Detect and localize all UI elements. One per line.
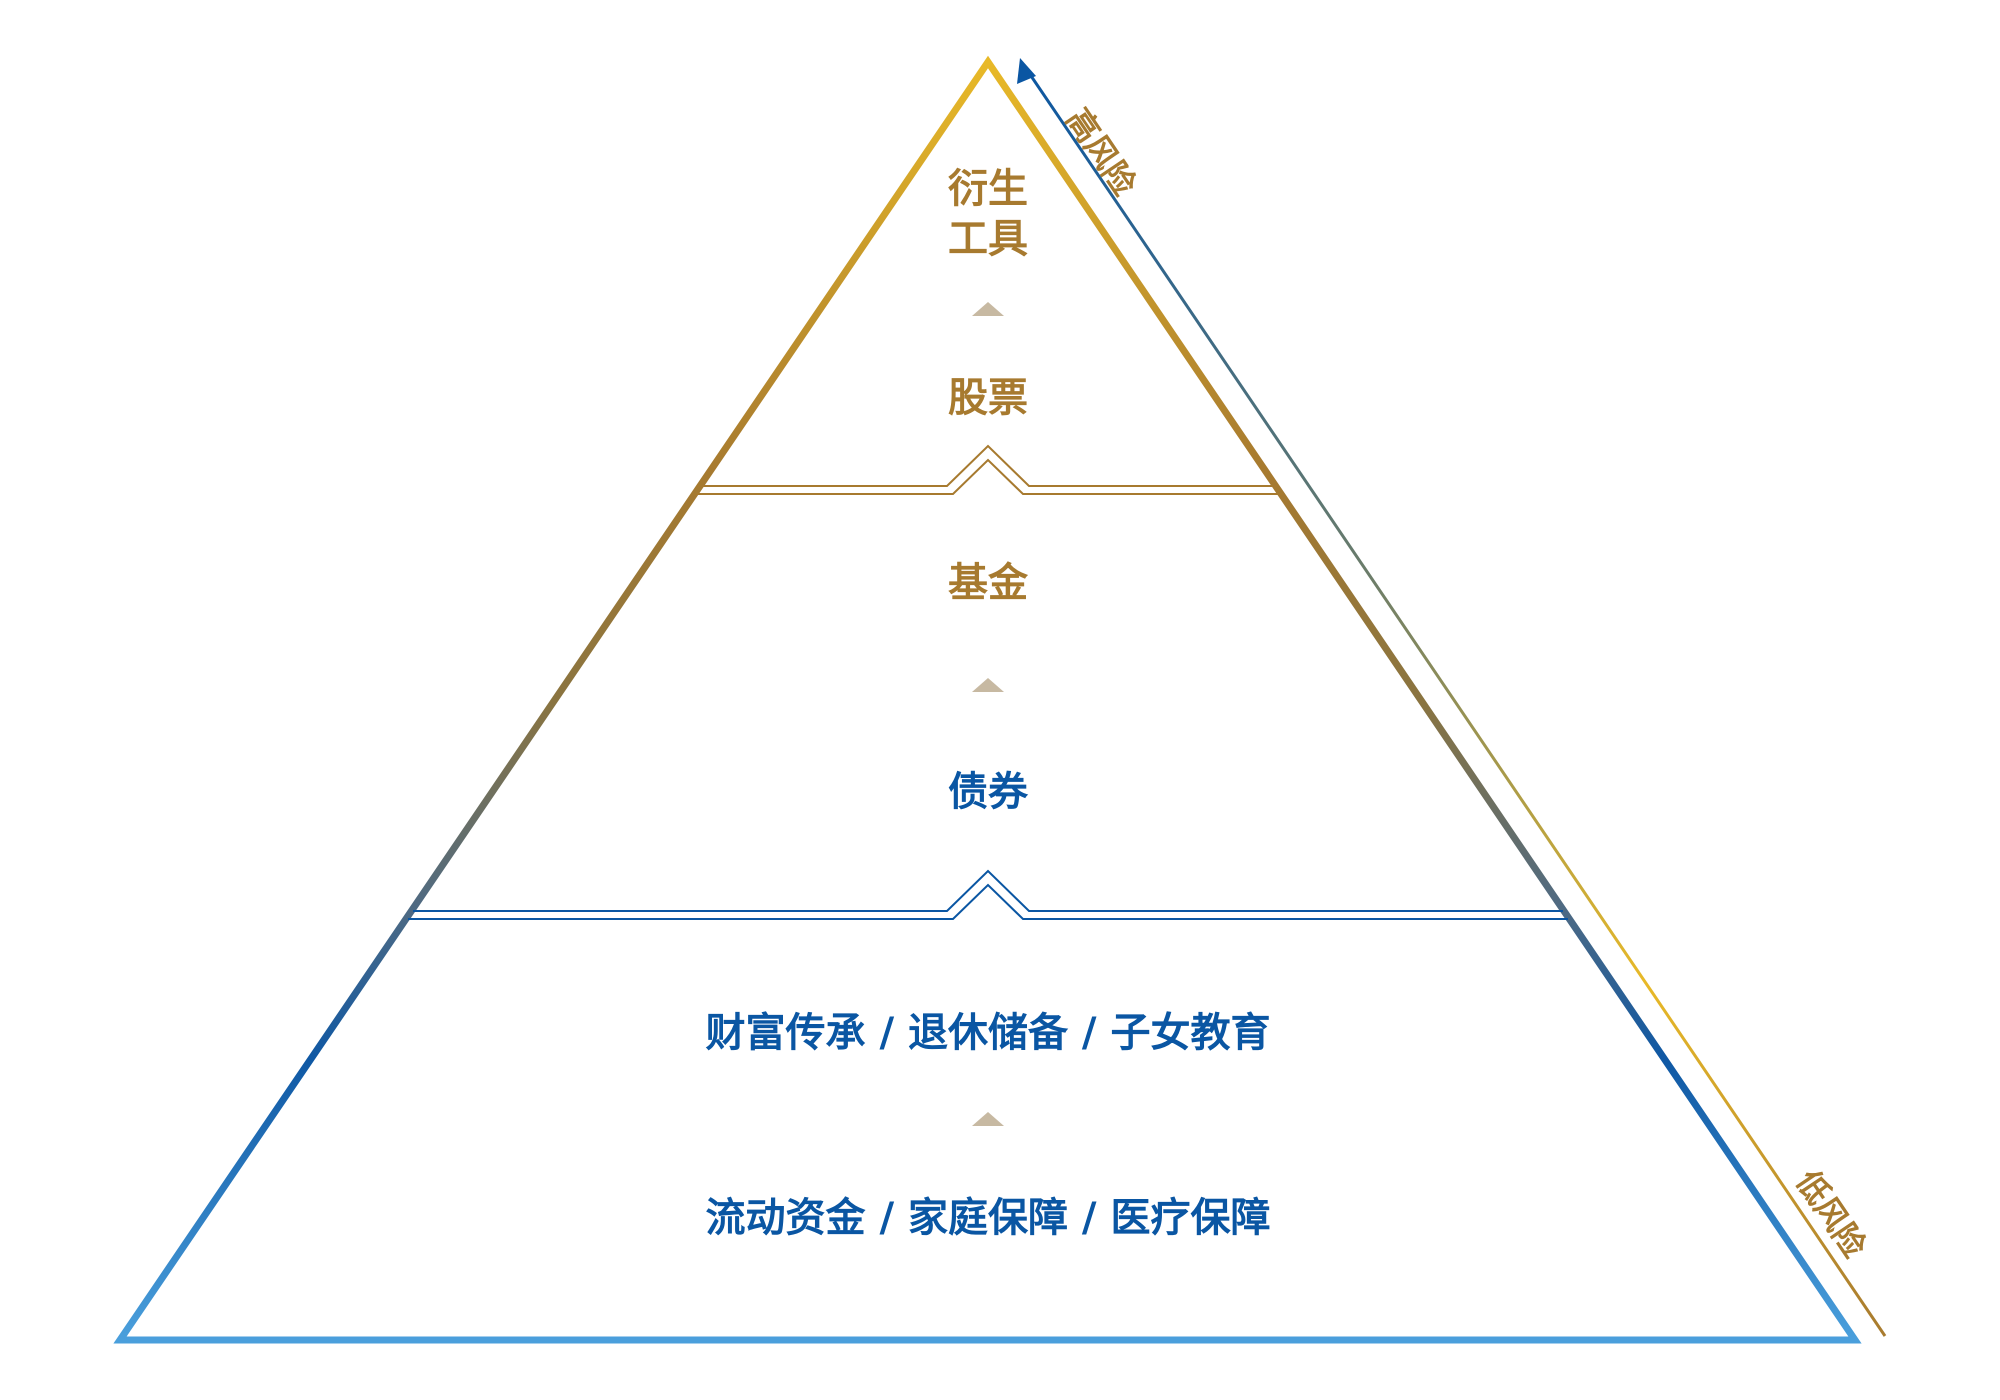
label-bottom-lower: 流动资金 / 家庭保障 / 医疗保障 [706,1195,1271,1241]
risk-axis-arrowhead [1017,58,1036,84]
up-marker-top [972,302,1004,316]
up-marker-middle [972,678,1004,692]
risk-axis: 高风险 低风险 [1017,58,1887,1337]
label-funds: 基金 [948,560,1029,606]
separator-lower [408,869,1568,920]
label-bottom-upper: 财富传承 / 退休储备 / 子女教育 [706,1010,1271,1056]
pyramid-outline [113,55,1862,1344]
risk-axis-line [1025,69,1887,1337]
label-bonds: 债券 [948,769,1029,815]
up-marker-bottom [972,1112,1004,1126]
separator-upper [693,444,1283,495]
label-derivatives-line2: 工具 [948,216,1028,262]
label-derivatives-line1: 衍生 [948,166,1028,212]
label-stocks: 股票 [948,375,1028,421]
